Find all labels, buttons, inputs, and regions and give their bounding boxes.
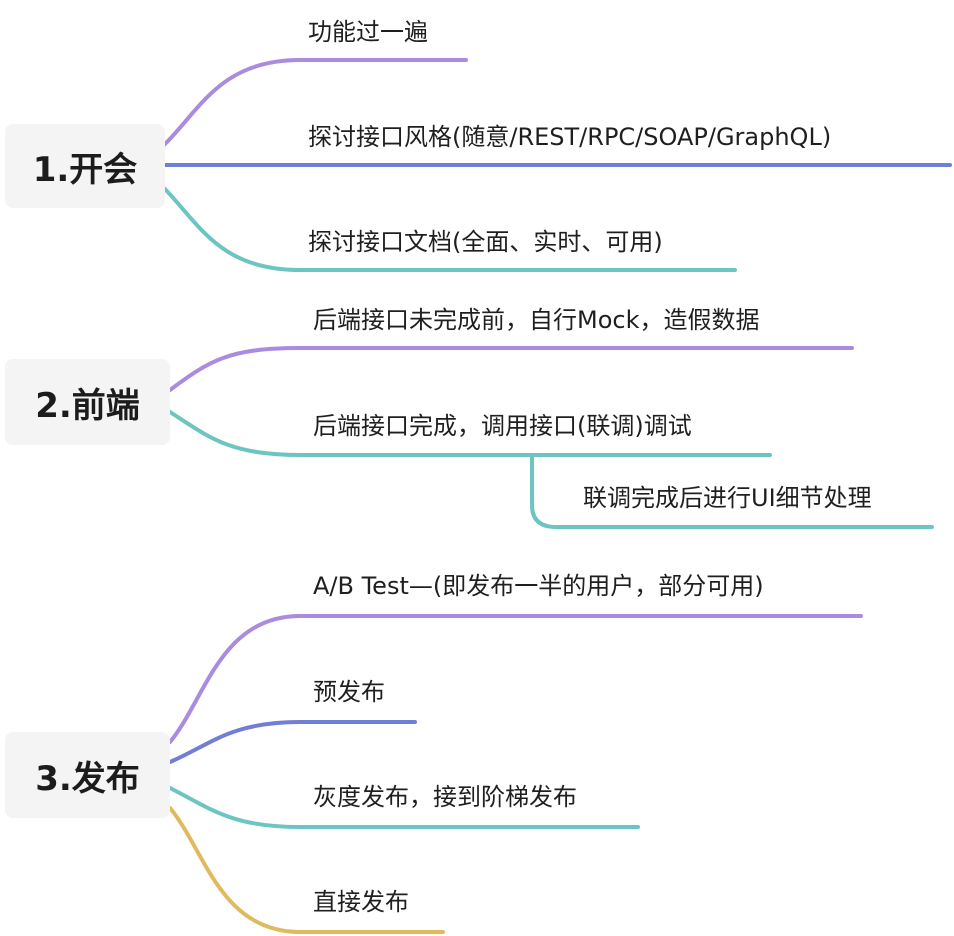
branch-api-style[interactable]: 探讨接口风格(随意/REST/RPC/SOAP/GraphQL) [308,123,832,151]
branch-feature-review[interactable]: 功能过一遍 [308,18,428,46]
connector-release-pre [168,720,417,764]
topic-release[interactable]: 3.发布 [5,732,170,818]
branch-mock-data[interactable]: 后端接口未完成前，自行Mock，造假数据 [313,306,760,334]
connector-meeting-feature-review [162,58,468,147]
branch-ab-test[interactable]: A/B Test—(即发布一半的用户，部分可用) [313,572,764,600]
branch-gray-release[interactable]: 灰度发布，接到阶梯发布 [313,783,577,811]
branch-api-docs[interactable]: 探讨接口文档(全面、实时、可用) [308,228,663,256]
connector-meeting-api-docs [162,186,737,272]
connector-release-gray [168,786,640,829]
branch-integration-debug[interactable]: 后端接口完成，调用接口(联调)调试 [313,412,692,440]
connector-release-direct [168,806,445,934]
branch-pre-release[interactable]: 预发布 [313,678,385,706]
connector-integration-ui-detail [530,453,934,529]
branch-direct-release[interactable]: 直接发布 [313,888,409,916]
connector-release-ab-test [168,614,863,744]
connector-frontend-mock [168,346,854,392]
branch-ui-detail[interactable]: 联调完成后进行UI细节处理 [583,484,872,512]
topic-frontend[interactable]: 2.前端 [5,359,170,445]
topic-meeting[interactable]: 1.开会 [5,124,165,208]
connector-frontend-integration [168,410,772,457]
